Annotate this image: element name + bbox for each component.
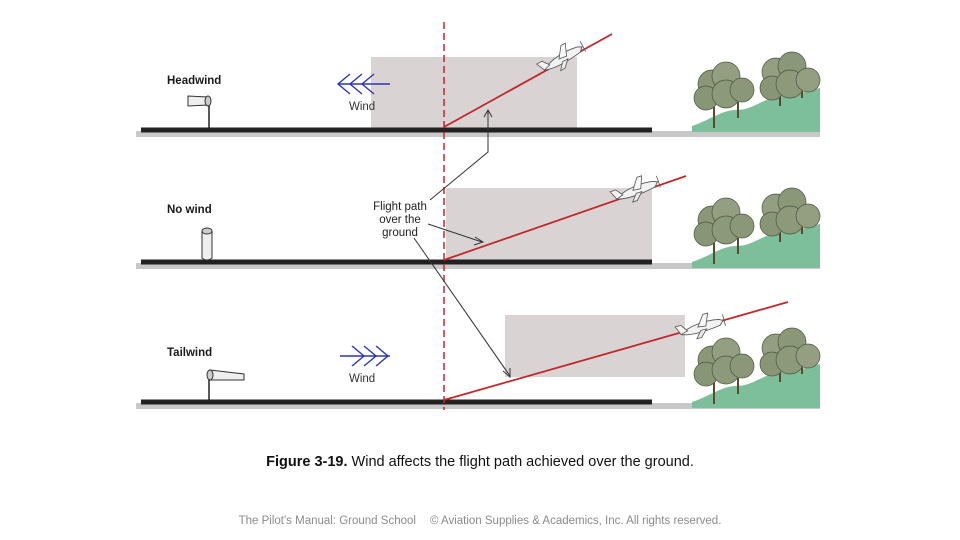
wind-label: Wind [349, 373, 375, 385]
trees-hill [691, 187, 821, 269]
windsock-icon [187, 95, 212, 130]
panel-label: Headwind [167, 75, 221, 87]
panel-label: Tailwind [167, 347, 212, 359]
windsock-icon [206, 369, 245, 402]
wind-label: Wind [349, 101, 375, 113]
callout-line-2: over the [379, 214, 421, 226]
trees-hill [691, 51, 821, 133]
headwind-arrows-icon [336, 73, 390, 95]
callout-line-3: ground [382, 227, 418, 239]
figure-caption: Figure 3-19. Wind affects the flight pat… [0, 454, 960, 470]
figure-caption-text: Wind affects the flight path achieved ov… [351, 454, 694, 470]
windsock-icon [201, 227, 213, 262]
flight-path [443, 301, 789, 401]
panel-no-wind: No wind [136, 170, 821, 269]
climb-box [505, 315, 685, 377]
tailwind-arrows-icon [340, 345, 390, 367]
pointer-arrow-tailwind [413, 237, 511, 377]
panel-tailwind: Tailwind Wind [136, 301, 821, 409]
footer: The Pilot's Manual: Ground School © Aviat… [0, 515, 960, 527]
panel-label: No wind [167, 204, 212, 216]
trees-hill [691, 327, 821, 409]
pointer-arrow-no-wind [427, 223, 483, 243]
panel-headwind: Headwind Wind [136, 33, 821, 137]
footer-copyright: © Aviation Supplies & Academics, Inc. Al… [429, 515, 722, 527]
figure-number: Figure 3-19. [266, 454, 348, 470]
flight-path [443, 33, 613, 128]
callout-line-1: Flight path [373, 201, 427, 213]
flight-path-callout: Flight path over the ground [373, 108, 511, 379]
pointer-arrow-headwind [429, 111, 489, 201]
footer-book-title: The Pilot's Manual: Ground School [238, 515, 416, 527]
climb-box [371, 57, 577, 130]
